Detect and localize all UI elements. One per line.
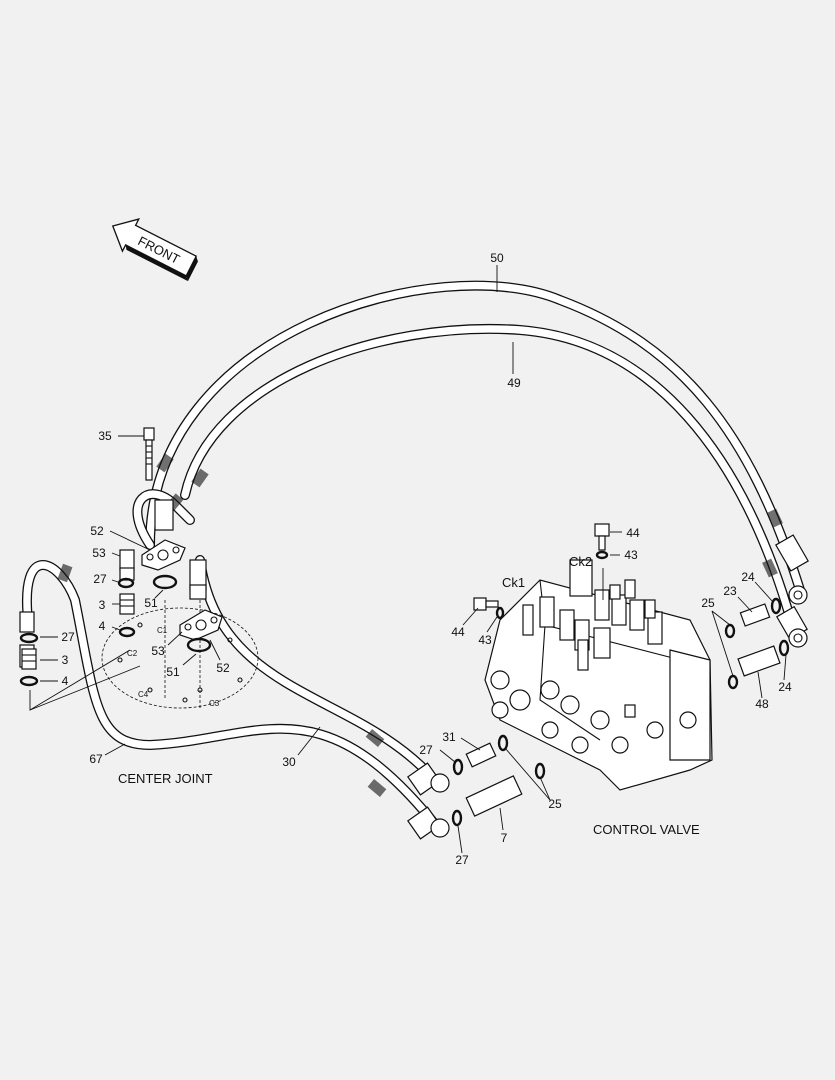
- callout-48: 48: [755, 697, 769, 711]
- port-c2: C2: [127, 649, 138, 658]
- callout-44-top: 44: [626, 526, 640, 540]
- callout-3-left: 3: [62, 653, 69, 667]
- hose-67: [21, 560, 443, 833]
- callout-27-left: 27: [61, 630, 75, 644]
- callout-25-front: 25: [548, 797, 562, 811]
- callout-52-lower: 52: [216, 661, 230, 675]
- hose-49: [180, 324, 800, 640]
- callout-23: 23: [723, 584, 737, 598]
- callout-7: 7: [501, 831, 508, 845]
- callout-53-lower: 53: [151, 644, 165, 658]
- hose-50: [145, 280, 805, 595]
- port-c1: C1: [157, 626, 168, 635]
- port-c3: C3: [209, 699, 220, 708]
- callout-24-lower: 24: [778, 680, 792, 694]
- port-c4: C4: [138, 690, 149, 699]
- callout-51-upper: 51: [144, 596, 158, 610]
- callout-3-center: 3: [99, 598, 106, 612]
- callout-52-upper: 52: [90, 524, 104, 538]
- bolt-35: [143, 427, 155, 481]
- callout-51-lower: 51: [166, 665, 180, 679]
- callout-49: 49: [507, 376, 521, 390]
- bolt-44-side: [473, 597, 505, 620]
- center-joint: C2 C1 C4 C3: [101, 600, 259, 710]
- o-rings: [19, 574, 212, 687]
- callout-27-center: 27: [93, 572, 107, 586]
- label-center-joint: CENTER JOINT: [118, 771, 213, 786]
- callout-4-left: 4: [62, 674, 69, 688]
- hose-30: [195, 555, 443, 789]
- leader-lines: [29, 265, 787, 854]
- fitting-7: [451, 762, 546, 827]
- flange-53-upper: [141, 539, 186, 571]
- bolt-44-top: [594, 523, 610, 560]
- hose-braid-marks: [57, 453, 783, 797]
- callout-27-bottom: 27: [455, 853, 469, 867]
- callout-44-side: 44: [451, 625, 465, 639]
- flange-53-lower: [179, 609, 223, 641]
- callout-53-upper: 53: [92, 546, 106, 560]
- callout-27-front: 27: [419, 743, 433, 757]
- callout-4-center: 4: [99, 619, 106, 633]
- callout-35: 35: [98, 429, 112, 443]
- callout-43-side: 43: [478, 633, 492, 647]
- label-ck2: Ck2: [569, 554, 592, 569]
- callout-25-right: 25: [701, 596, 715, 610]
- label-ck1: Ck1: [502, 575, 525, 590]
- callout-43-top: 43: [624, 548, 638, 562]
- callout-67: 67: [89, 752, 103, 766]
- control-valve: [484, 559, 713, 791]
- fitting-31: [452, 734, 509, 776]
- label-control-valve: CONTROL VALVE: [593, 822, 700, 837]
- callout-30: 30: [282, 755, 296, 769]
- callout-24-upper: 24: [741, 570, 755, 584]
- callout-50: 50: [490, 251, 504, 265]
- callout-31: 31: [442, 730, 456, 744]
